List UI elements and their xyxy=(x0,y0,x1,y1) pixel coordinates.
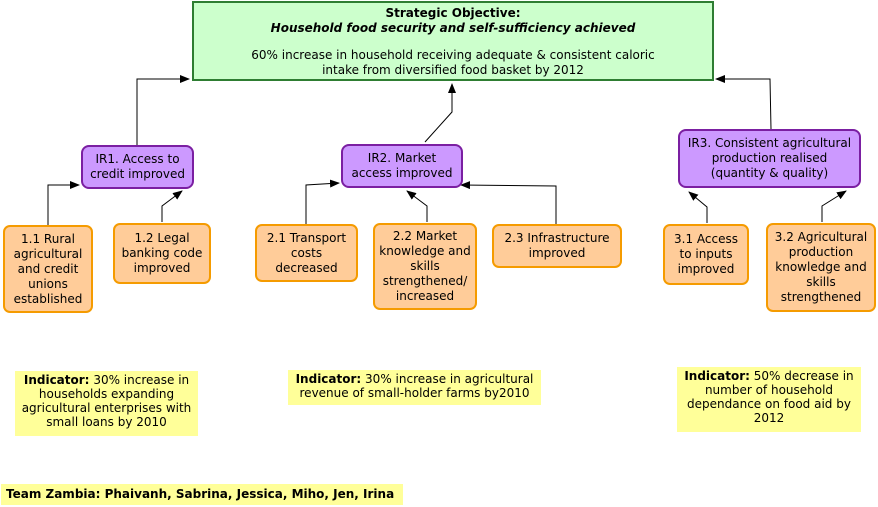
arrow-1-1-to-ir1 xyxy=(47,181,80,225)
team-label: Team Zambia: Phaivanh, Sabrina, Jessica,… xyxy=(1,484,403,505)
strategic-objective-box: Strategic Objective: Household food secu… xyxy=(192,1,714,81)
indicator-prefix: Indicator: xyxy=(295,372,362,386)
ir2-label: IR2. Market access improved xyxy=(351,151,453,180)
arrow-1-2-to-ir1 xyxy=(161,190,183,222)
indicator-ir2: Indicator: 30% increase in agricultural … xyxy=(288,370,541,405)
sub-result-label: 2.2 Market knowledge and skills strength… xyxy=(379,229,471,303)
sub-result-label: 3.2 Agricultural production knowledge an… xyxy=(774,230,868,304)
sub-result-label: 1.1 Rural agricultural and credit unions… xyxy=(13,231,83,306)
indicator-prefix: Indicator: xyxy=(684,369,750,383)
sub-result-2-1: 2.1 Transport costs decreased xyxy=(255,224,358,282)
sub-result-label: 2.1 Transport costs decreased xyxy=(266,230,347,275)
indicator-text: 30% increase in agricultural revenue of … xyxy=(299,372,534,400)
arrow-ir3-to-objective xyxy=(715,75,772,130)
objective-target: 60% increase in household receiving adeq… xyxy=(251,48,655,77)
indicator-text: 50% decrease in number of household depe… xyxy=(687,369,854,425)
arrow-2-2-to-ir2 xyxy=(406,190,428,222)
ir1-box: IR1. Access to credit improved xyxy=(81,145,194,189)
indicator-ir1: Indicator: 30% increase in households ex… xyxy=(15,371,198,436)
sub-result-label: 3.1 Access to inputs improved xyxy=(674,232,738,276)
arrow-3-2-to-ir3 xyxy=(821,190,847,222)
sub-result-label: 2.3 Infrastructure improved xyxy=(504,231,610,260)
arrow-2-3-to-ir2 xyxy=(460,181,557,224)
arrow-ir2-to-objective xyxy=(424,83,456,143)
indicator-ir3: Indicator: 50% decrease in number of hou… xyxy=(677,367,861,432)
indicator-text: 30% increase in households expanding agr… xyxy=(21,373,192,429)
indicator-prefix: Indicator: xyxy=(23,373,90,387)
sub-result-3-1: 3.1 Access to inputs improved xyxy=(663,224,749,285)
ir3-box: IR3. Consistent agricultural production … xyxy=(678,129,861,188)
sub-result-2-2: 2.2 Market knowledge and skills strength… xyxy=(373,223,477,310)
sub-result-3-2: 3.2 Agricultural production knowledge an… xyxy=(766,223,876,312)
arrow-ir1-to-objective xyxy=(136,75,190,145)
arrow-3-1-to-ir3 xyxy=(688,191,708,223)
sub-result-1-2: 1.2 Legal banking code improved xyxy=(113,223,211,284)
ir3-label: IR3. Consistent agricultural production … xyxy=(687,136,852,180)
objective-heading: Strategic Objective: xyxy=(385,6,521,20)
sub-result-1-1: 1.1 Rural agricultural and credit unions… xyxy=(3,225,93,313)
arrow-2-1-to-ir2 xyxy=(305,179,340,225)
ir2-box: IR2. Market access improved xyxy=(341,144,463,188)
sub-result-2-3: 2.3 Infrastructure improved xyxy=(492,224,622,268)
objective-title: Household food security and self-suffici… xyxy=(270,21,636,35)
sub-result-label: 1.2 Legal banking code improved xyxy=(121,231,203,275)
ir1-label: IR1. Access to credit improved xyxy=(90,152,185,181)
